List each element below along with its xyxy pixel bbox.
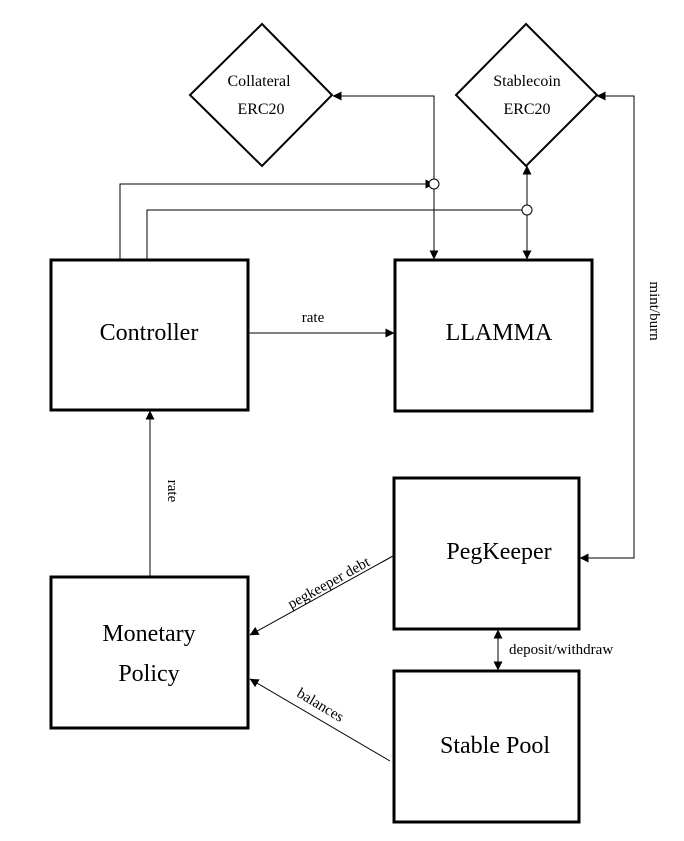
collateral-label-line1: Collateral [227, 73, 291, 90]
llamma-collateral-connector [332, 91, 439, 260]
line-hop-marker [521, 204, 533, 216]
pegkeeper-debt-label: pegkeeper debt [285, 554, 373, 613]
llamma-label: LLAMMA [446, 320, 553, 346]
line-hop-marker [428, 178, 440, 190]
controller-llamma-rate-label: rate [302, 310, 325, 326]
stablecoin-label-line2: ERC20 [503, 101, 550, 118]
policy-controller-rate-label: rate [164, 480, 180, 503]
collateral-label-line2: ERC20 [237, 101, 284, 118]
controller-node: Controller [49, 258, 250, 412]
pegkeeper-label: PegKeeper [446, 539, 551, 565]
controller-collateral-connector [119, 179, 435, 259]
collateral-erc20-node: Collateral ERC20 [188, 22, 334, 168]
pegkeeper-debt-arrow [249, 555, 394, 636]
deposit-withdraw-label: deposit/withdraw [509, 642, 613, 658]
mint-burn-label: mint/burn [646, 281, 662, 341]
llamma-node: LLAMMA [393, 258, 594, 413]
mint-burn-connector [579, 91, 635, 563]
stablecoin-erc20-node: Stablecoin ERC20 [454, 22, 599, 168]
monetary-policy-label-line2: Policy [118, 661, 179, 687]
stable-pool-label: Stable Pool [440, 733, 550, 759]
controller-label: Controller [100, 320, 199, 346]
monetary-policy-label-line1: Monetary [102, 621, 195, 647]
controller-stablecoin-connector [146, 209, 527, 259]
pegkeeper-node: PegKeeper [392, 476, 581, 631]
monetary-policy-node: Monetary Policy [49, 575, 250, 730]
stablecoin-label-line1: Stablecoin [493, 73, 561, 90]
connectors [119, 91, 635, 762]
balances-arrow [249, 678, 391, 762]
stable-pool-node: Stable Pool [392, 669, 581, 824]
